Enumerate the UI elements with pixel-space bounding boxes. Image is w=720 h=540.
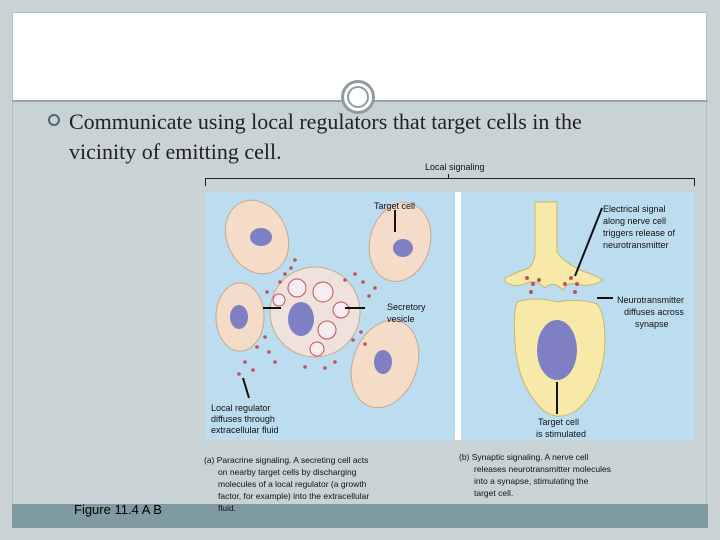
caption-a-line2: on nearby target cells by discharging bbox=[218, 467, 357, 477]
caption-b-line4: target cell. bbox=[474, 488, 514, 498]
caption-a-line4: factor, for example) into the extracellu… bbox=[218, 491, 370, 501]
caption-a-line1: (a) Paracrine signaling. A secreting cel… bbox=[204, 455, 369, 465]
figure-bracket bbox=[205, 178, 695, 186]
label-electrical-1: Electrical signal bbox=[603, 204, 666, 214]
label-local-regulator-1: Local regulator bbox=[211, 403, 271, 413]
label-target-cell: Target cell bbox=[374, 201, 416, 211]
target-cell-top-right bbox=[368, 202, 432, 282]
target-cell-bottom-right bbox=[350, 319, 420, 409]
label-neuro-1: Neurotransmitter bbox=[617, 295, 685, 305]
caption-b-line1: (b) Synaptic signaling. A nerve cell bbox=[459, 452, 589, 462]
label-neuro-3: synapse bbox=[635, 319, 669, 329]
bullet-text-line2: vicinity of emitting cell. bbox=[69, 139, 282, 164]
figure-illustration bbox=[215, 199, 613, 417]
electrical-signal-pointer bbox=[574, 207, 603, 277]
nerve-target-cell bbox=[513, 298, 606, 417]
decorative-ring-inner-icon bbox=[347, 86, 369, 108]
bullet-text-line1: Communicate using local regulators that … bbox=[69, 109, 582, 134]
local-regulator-pointer bbox=[242, 377, 250, 399]
label-target-stim-1: Target cell bbox=[538, 417, 580, 427]
panel-divider bbox=[455, 192, 461, 440]
label-electrical-4: neurotransmitter bbox=[603, 240, 669, 250]
caption-a-line3: molecules of a local regulator (a growth bbox=[218, 479, 367, 489]
label-electrical-3: triggers release of bbox=[603, 228, 676, 238]
label-target-stim-2: is stimulated bbox=[536, 429, 587, 439]
label-local-regulator-2: diffuses through bbox=[211, 414, 275, 424]
figure-label: Figure 11.4 A B bbox=[74, 502, 162, 517]
caption-b-line2: releases neurotransmitter molecules bbox=[474, 464, 612, 474]
neurotransmitter-dots bbox=[525, 276, 579, 294]
label-electrical-2: along nerve cell bbox=[603, 216, 667, 226]
footer-bar bbox=[12, 504, 708, 528]
label-local-regulator-3: extracellular fluid bbox=[211, 425, 279, 435]
local-regulator-dots bbox=[237, 258, 377, 376]
caption-b-line3: into a synapse, stimulating the bbox=[474, 476, 589, 486]
figure-title: Local signaling bbox=[425, 162, 485, 172]
figure-bracket-tick bbox=[448, 174, 449, 179]
label-secretory-2: vesicle bbox=[387, 314, 415, 324]
target-cell-top-left bbox=[224, 199, 290, 275]
nerve-terminal bbox=[504, 201, 604, 291]
caption-a-line5: fluid. bbox=[218, 503, 236, 513]
label-secretory-1: Secretory bbox=[387, 302, 426, 312]
label-neuro-2: diffuses across bbox=[624, 307, 684, 317]
secreting-cell bbox=[269, 266, 361, 358]
target-cell-left bbox=[215, 282, 265, 352]
bullet-icon bbox=[48, 114, 60, 126]
